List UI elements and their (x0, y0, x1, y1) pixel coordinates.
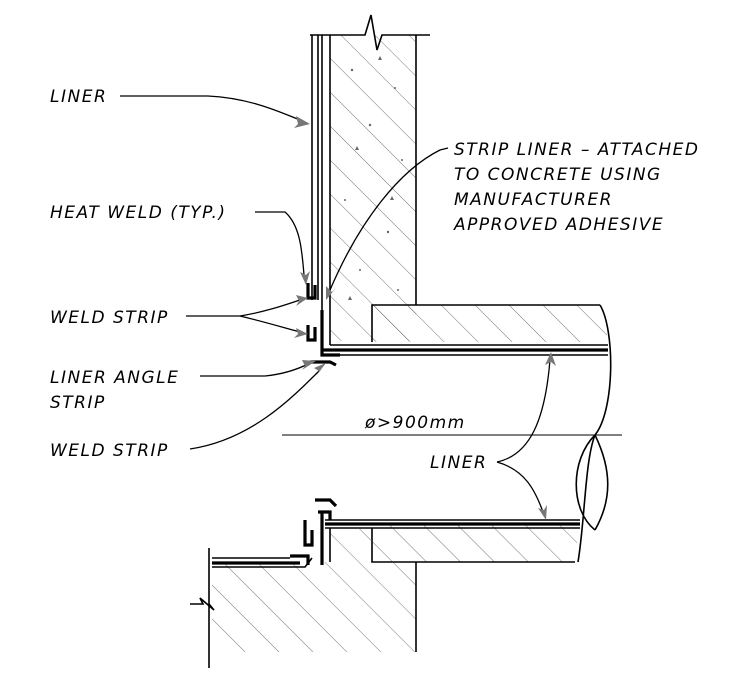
label-strip-liner-line3: MANUFACTURER (454, 190, 613, 210)
lower-weld-assembly (290, 498, 338, 565)
pipe-break-end (575, 304, 612, 563)
label-pipe-diameter: ø>900mm (364, 413, 466, 433)
annotations: LINER STRIP LINER – ATTACHED TO CONCRETE… (50, 87, 699, 473)
label-weld-strip-upper: WELD STRIP (50, 308, 169, 328)
label-strip-liner-line1: STRIP LINER – ATTACHED (454, 140, 699, 160)
label-liner-angle-strip-line1: LINER ANGLE (50, 368, 179, 388)
concrete-wall (310, 14, 430, 345)
label-strip-liner-line2: TO CONCRETE USING (454, 165, 662, 185)
base-slab (190, 528, 417, 668)
wall-liner (311, 35, 323, 345)
aggregate-marks (344, 56, 403, 300)
upper-weld-assembly (306, 283, 340, 367)
label-heat-weld: HEAT WELD (TYP.) (50, 203, 227, 223)
label-liner-angle-strip-line2: STRIP (50, 393, 106, 413)
leaders (120, 95, 556, 520)
label-weld-strip-lower: WELD STRIP (50, 441, 169, 461)
pipe-lower-wall (325, 519, 580, 563)
pipe-upper-wall (322, 304, 608, 356)
label-liner-top: LINER (50, 87, 107, 107)
label-strip-liner-line4: APPROVED ADHESIVE (453, 215, 664, 235)
label-liner-pipe: LINER (430, 453, 487, 473)
